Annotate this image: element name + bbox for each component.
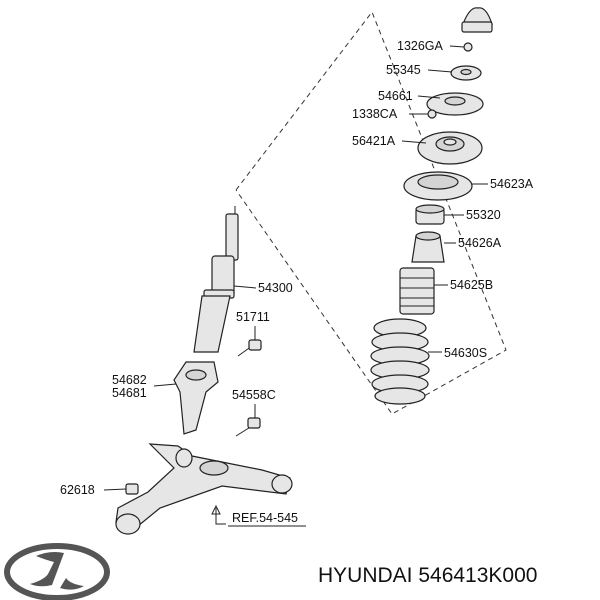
label-54558c: 54558C <box>232 388 276 402</box>
knuckle-54681 <box>173 361 219 435</box>
bolt-54558c <box>235 417 261 437</box>
label-55320: 55320 <box>466 208 501 222</box>
label-54630s: 54630S <box>444 346 487 360</box>
footer-brand-part: HYUNDAI 546413K000 <box>318 564 537 587</box>
nut-62618 <box>125 483 139 495</box>
washer-55345 <box>450 65 482 81</box>
nut-1326ga <box>463 42 473 52</box>
label-ref: REF.54-545 <box>232 511 298 525</box>
strut-54300 <box>193 206 239 353</box>
label-1326ga: 1326GA <box>397 39 444 53</box>
mount-56421a <box>417 131 483 165</box>
seat-54623a <box>403 171 473 201</box>
label-51711: 51711 <box>236 310 270 324</box>
hyundai-logo-icon <box>4 543 110 600</box>
label-54682: 54682 <box>112 373 147 387</box>
plate-54661 <box>426 92 484 116</box>
label-54625b: 54625B <box>450 278 493 292</box>
label-55345: 55345 <box>386 63 421 77</box>
label-54300: 54300 <box>258 281 293 295</box>
bearing-55320 <box>415 204 445 225</box>
spring-54630s <box>370 318 430 405</box>
label-1338ca: 1338CA <box>352 107 398 121</box>
label-54661: 54661 <box>378 89 413 103</box>
assembly-outline <box>235 10 507 415</box>
label-54681: 54681 <box>112 386 147 400</box>
nut-1338ca <box>427 109 437 119</box>
label-56421a: 56421A <box>352 134 396 148</box>
boot-54625b <box>399 267 435 315</box>
bump-cap <box>461 7 493 33</box>
label-54623a: 54623A <box>490 177 534 191</box>
bolt-51711 <box>237 339 262 357</box>
lower-arm <box>115 443 293 535</box>
label-62618: 62618 <box>60 483 95 497</box>
bumper-54626a <box>411 231 445 263</box>
label-54626a: 54626A <box>458 236 502 250</box>
leader-lines <box>103 45 488 525</box>
